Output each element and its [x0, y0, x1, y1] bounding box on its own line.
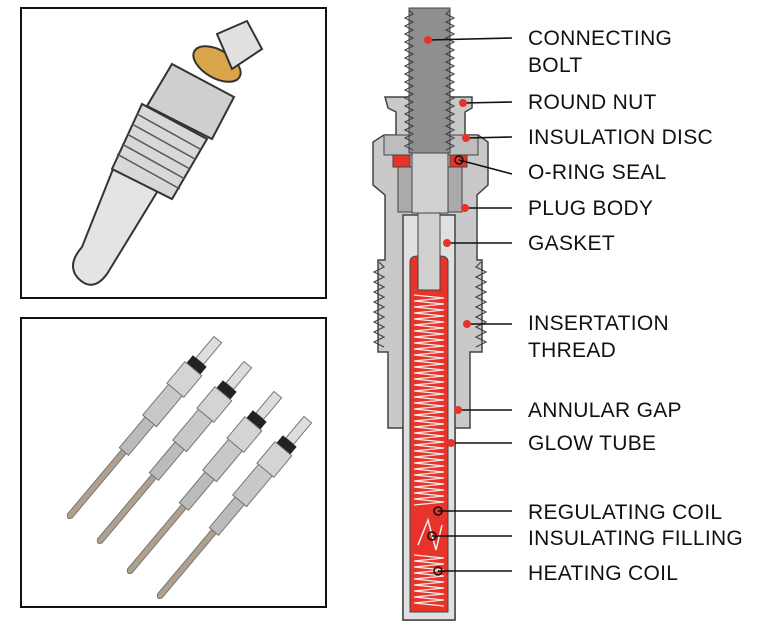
- label-glow-tube: GLOW TUBE: [528, 430, 656, 457]
- label-line: GLOW TUBE: [528, 432, 657, 455]
- insulation-disc-leader-line: [465, 136, 513, 139]
- round-nut-leader-line: [462, 101, 513, 104]
- plug-hex: [145, 62, 236, 141]
- connecting-bolt-leader-line: [427, 37, 513, 41]
- label-connecting-bolt: CONNECTING BOLT: [528, 25, 672, 79]
- glow-tube-marker-dot: [447, 439, 455, 447]
- label-insulation-disc: INSULATION DISC: [528, 124, 713, 151]
- label-heating-coil: HEATING COIL: [528, 560, 678, 587]
- round-nut-marker-dot: [459, 99, 467, 107]
- label-line: THREAD: [528, 339, 617, 362]
- four-glow-plugs-photo: [20, 317, 327, 608]
- insulating-filling-marker-dot: [427, 531, 437, 541]
- o-ring-seal-marker-dot: [454, 155, 464, 165]
- thread-left: [372, 261, 386, 348]
- label-regulating-coil: REGULATING COIL: [528, 499, 722, 526]
- label-line: ROUND NUT: [528, 91, 657, 114]
- label-line: INSULATION DISC: [528, 126, 713, 149]
- glow-plug: [156, 415, 313, 600]
- glow-plug: [66, 335, 223, 520]
- annular-gap-marker-dot: [454, 406, 462, 414]
- label-line: O-RING SEAL: [528, 161, 667, 184]
- o-ring-seal-leader-line: [458, 159, 513, 175]
- plug-body-marker-dot: [461, 204, 469, 212]
- label-annular-gap: ANNULAR GAP: [528, 397, 682, 424]
- label-line: INSERTATION: [528, 312, 669, 335]
- label-insertation-thread: INSERTATION THREAD: [528, 310, 669, 364]
- heating-coil-marker-dot: [433, 566, 443, 576]
- label-line: REGULATING COIL: [528, 501, 723, 524]
- regulating-coil-shape: [413, 294, 445, 506]
- label-o-ring-seal: O-RING SEAL: [528, 159, 667, 186]
- regulating-coil-marker-dot: [433, 506, 443, 516]
- label-line: HEATING COIL: [528, 562, 679, 585]
- gasket-pin: [417, 212, 441, 291]
- label-line: GASKET: [528, 232, 615, 255]
- glow-plug: [126, 390, 283, 575]
- label-gasket: GASKET: [528, 230, 615, 257]
- thread-right: [474, 261, 488, 348]
- gasket-marker-dot: [443, 239, 451, 247]
- label-line: BOLT: [528, 54, 583, 77]
- label-insulating-filling: INSULATING FILLING: [528, 525, 743, 552]
- insulation-disc-marker-dot: [462, 134, 470, 142]
- label-round-nut: ROUND NUT: [528, 89, 657, 116]
- connecting-bolt-marker-dot: [424, 36, 432, 44]
- connecting-bolt-shape: [408, 7, 451, 154]
- label-line: ANNULAR GAP: [528, 399, 682, 422]
- label-line: INSULATING FILLING: [528, 527, 744, 550]
- o-ring-left: [392, 154, 411, 168]
- plug-stud: [215, 19, 264, 71]
- plug-tip: [72, 157, 164, 286]
- label-plug-body: PLUG BODY: [528, 195, 653, 222]
- heating-coil-shape: [413, 554, 445, 607]
- glow-plug: [96, 360, 253, 545]
- label-line: CONNECTING: [528, 27, 673, 50]
- label-line: PLUG BODY: [528, 197, 654, 220]
- insertation-thread-marker-dot: [463, 320, 471, 328]
- single-glow-plug-photo: [20, 7, 327, 299]
